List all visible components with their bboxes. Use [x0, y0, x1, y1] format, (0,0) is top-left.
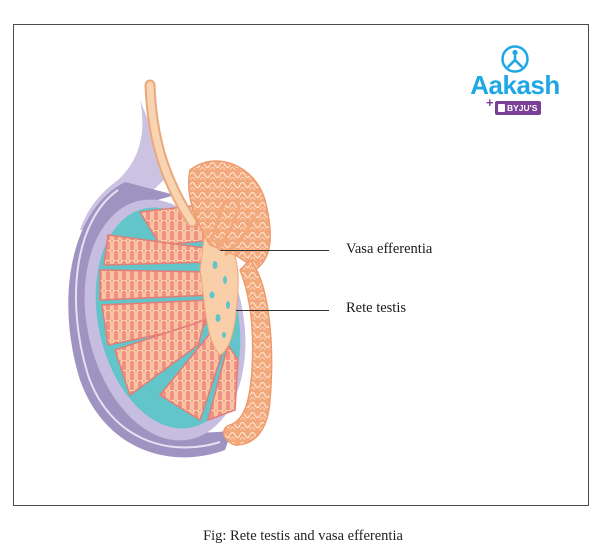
- cord-sheath: [80, 100, 170, 230]
- seminiferous-lobules: [99, 204, 239, 422]
- label-rete-testis: Rete testis: [346, 300, 407, 316]
- leader-line-vasa-efferentia: [220, 250, 329, 251]
- aakash-person-icon: [501, 45, 529, 73]
- epididymis-body: [223, 258, 273, 446]
- label-vasa-efferentia: Vasa efferentia: [346, 241, 433, 257]
- leader-line-rete-testis: [236, 310, 329, 311]
- aakash-byjus-logo: Aakash + BYJU'S: [462, 44, 572, 124]
- byjus-badge: BYJU'S: [495, 101, 542, 115]
- aakash-wordmark: Aakash: [470, 70, 560, 100]
- efferent-ducts: [208, 199, 257, 257]
- figure-caption: Fig: Rete testis and vasa efferentia: [203, 528, 403, 544]
- byjus-text: BYJU'S: [507, 103, 538, 113]
- byjus-mark-icon: [498, 104, 505, 112]
- plus-sign: +: [486, 95, 494, 110]
